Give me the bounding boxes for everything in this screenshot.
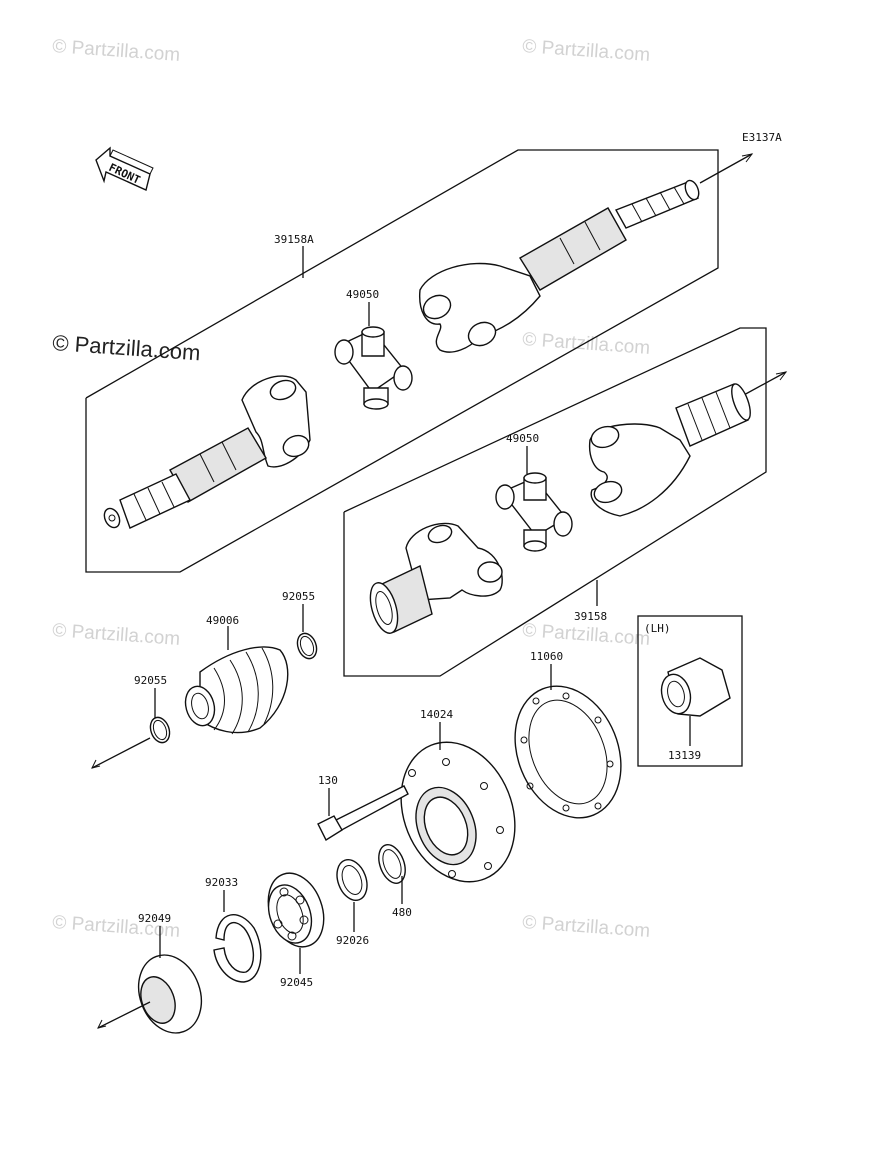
gasket-icon (514, 685, 622, 819)
part-label-92055-upper: 92055 (282, 590, 315, 603)
part-label-13139: 13139 (668, 749, 701, 762)
watermark-2: © Partzilla.com (522, 36, 651, 66)
shaft-a-right-icon (419, 179, 700, 353)
ring-upper-icon (296, 632, 318, 660)
shaft-b-frame (343, 327, 788, 677)
part-labels: 39158A 49050 49050 39158 49006 92055 920… (134, 233, 701, 989)
watermark-main: © Partzilla.com (52, 330, 202, 365)
shaft-a-frame (85, 149, 754, 573)
boot-icon (184, 646, 289, 735)
part-label-49050-upper: 49050 (346, 288, 379, 301)
inset-label: (LH) (644, 622, 671, 635)
leader-lines (154, 246, 598, 974)
shaft-a-left-icon (103, 375, 311, 529)
part-label-92055-lower: 92055 (134, 674, 167, 687)
watermark-4: © Partzilla.com (52, 620, 181, 650)
universal-joint-lower-icon (495, 472, 573, 552)
shaft-b-left-icon (369, 522, 503, 634)
housing-icon (400, 741, 516, 883)
part-label-49050-lower: 49050 (506, 432, 539, 445)
part-label-39158: 39158 (574, 610, 607, 623)
front-arrow-icon: FRONT (95, 146, 154, 191)
part-label-92045: 92045 (280, 976, 313, 989)
part-label-480: 480 (392, 906, 412, 919)
part-label-92026: 92026 (336, 934, 369, 947)
inset-box: (LH) (637, 615, 743, 767)
watermark-3: © Partzilla.com (522, 329, 651, 359)
watermark-5: © Partzilla.com (522, 620, 651, 650)
watermark-1: © Partzilla.com (52, 36, 181, 66)
ring-lower-icon (149, 716, 171, 744)
snap-ring-icon (213, 914, 262, 983)
part-label-11060: 11060 (530, 650, 563, 663)
shaft-b-right-icon (588, 383, 751, 517)
part-label-92033: 92033 (205, 876, 238, 889)
shim-icon (336, 858, 368, 902)
part-label-39158a: 39158A (274, 233, 314, 246)
diagram-code: E3137A (742, 131, 782, 144)
bearing-icon (267, 872, 325, 948)
seal-icon (137, 954, 203, 1034)
part-label-14024: 14024 (420, 708, 453, 721)
watermark-7: © Partzilla.com (522, 912, 651, 942)
circlip-icon (378, 844, 406, 884)
part-label-49006: 49006 (206, 614, 239, 627)
universal-joint-upper-icon (334, 326, 413, 410)
bolt-icon (317, 785, 409, 842)
part-label-92049: 92049 (138, 912, 171, 925)
part-label-130: 130 (318, 774, 338, 787)
